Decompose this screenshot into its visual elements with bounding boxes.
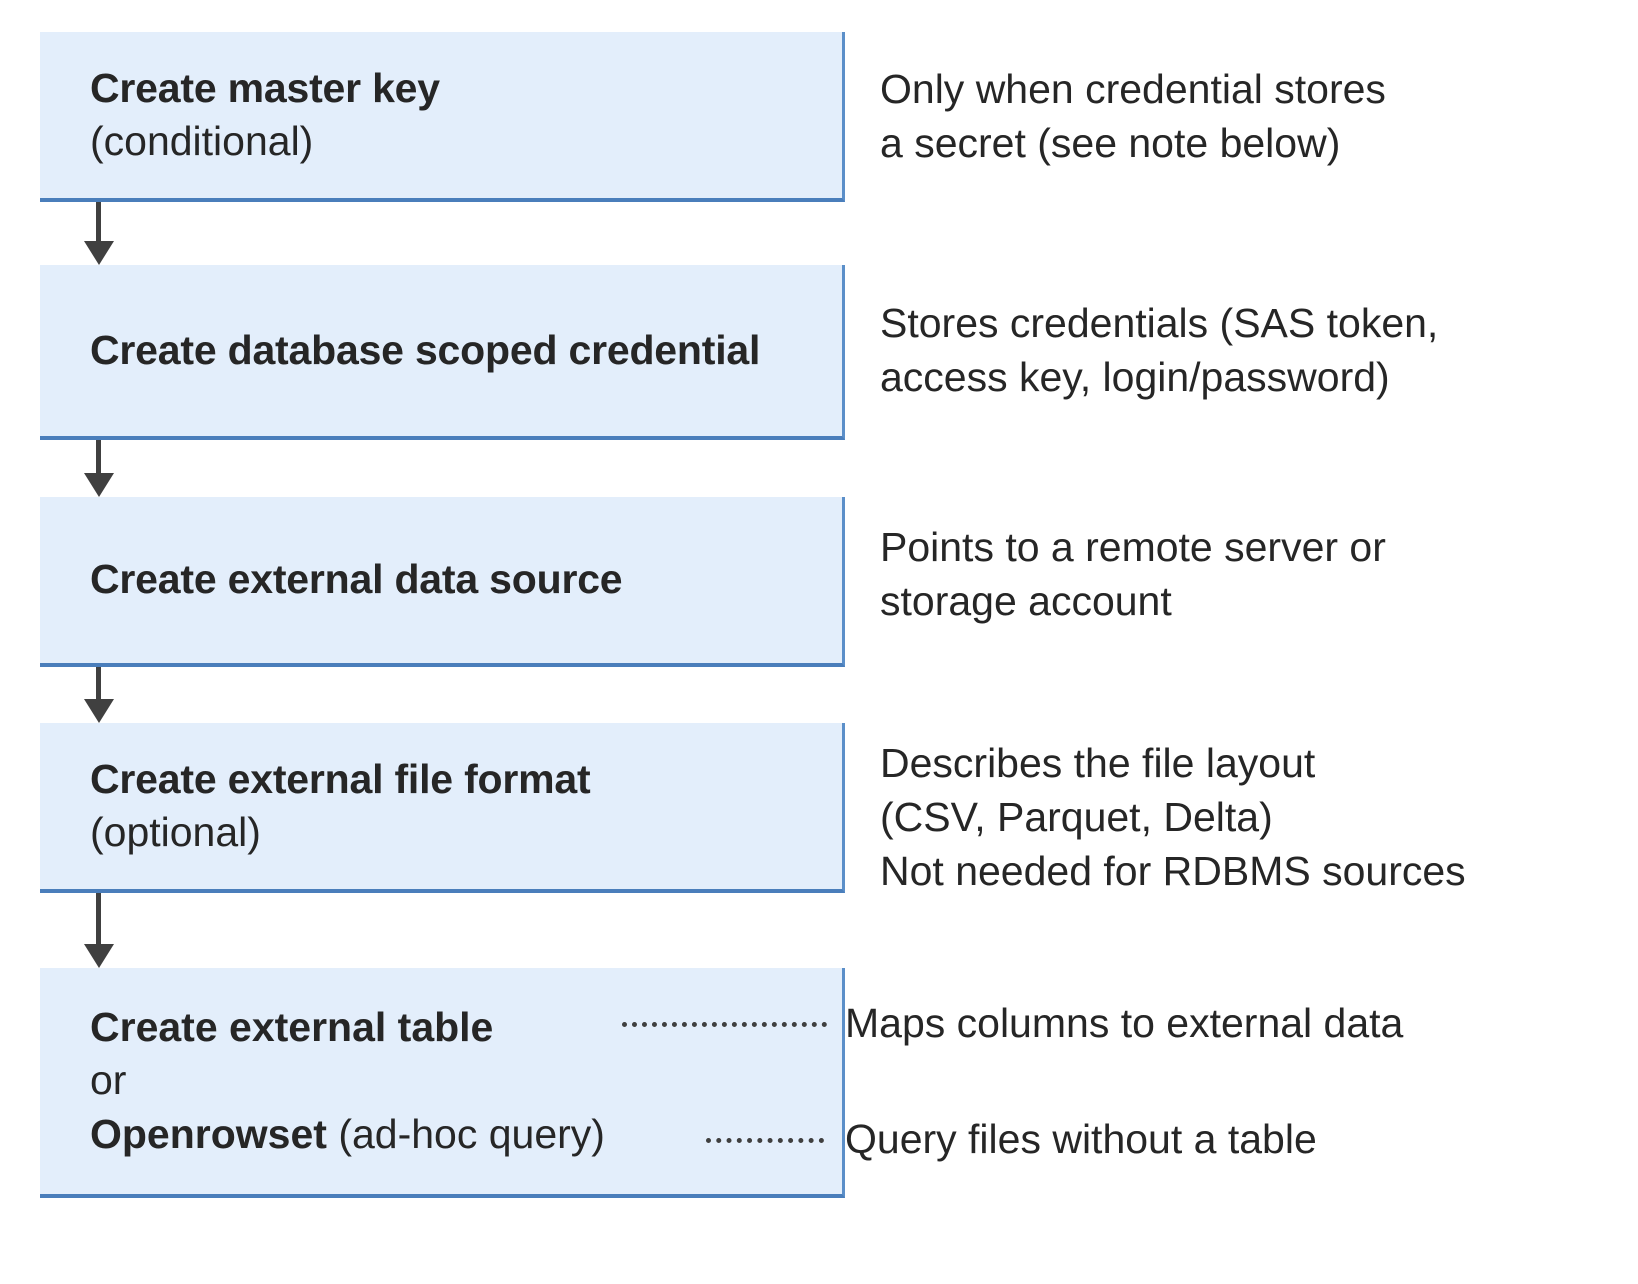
arrow-master-key-to-scoped-credential — [84, 202, 114, 265]
dashed-leader-external-table — [622, 1022, 827, 1027]
step-text-external-data-source: Create external data source — [40, 553, 842, 606]
step-box-master-key: Create master key (conditional) — [40, 32, 845, 202]
note-external-data-source: Points to a remote server or storage acc… — [880, 524, 1386, 625]
note-external-table: Maps columns to external data — [845, 1000, 1404, 1046]
step-title-external-data-source: Create external data source — [90, 556, 623, 603]
arrow-head-icon — [84, 699, 114, 723]
step-subtitle-external-file-format: (optional) — [90, 809, 261, 855]
arrow-head-icon — [84, 473, 114, 497]
step-row-separator: or — [40, 1054, 842, 1107]
arrow-data-source-to-file-format — [84, 667, 114, 723]
note-scoped-credential: Stores credentials (SAS token, access ke… — [880, 300, 1439, 401]
arrow-shaft — [96, 202, 101, 242]
step-separator-or: or — [90, 1057, 127, 1104]
step-row-openrowset: Openrowset (ad-hoc query) — [40, 1108, 842, 1161]
step-subtitle-master-key: (conditional) — [90, 118, 314, 164]
arrow-head-icon — [84, 944, 114, 968]
step-title-openrowset: Openrowset — [90, 1110, 327, 1157]
step-suffix-openrowset: (ad-hoc query) — [326, 1110, 605, 1157]
step-box-scoped-credential: Create database scoped credential — [40, 265, 845, 440]
step-row-external-table: Create external table — [40, 1001, 842, 1054]
arrow-head-icon — [84, 241, 114, 265]
arrow-shaft — [96, 440, 101, 474]
arrow-scoped-credential-to-data-source — [84, 440, 114, 497]
step-box-external-table-or-openrowset: Create external table or Openrowset (ad-… — [40, 968, 845, 1198]
note-external-file-format: Describes the file layout (CSV, Parquet,… — [880, 740, 1466, 895]
arrow-shaft — [96, 667, 101, 700]
step-text-scoped-credential: Create database scoped credential — [40, 324, 842, 377]
step-text-master-key: Create master key (conditional) — [40, 62, 842, 169]
note-master-key: Only when credential stores a secret (se… — [880, 66, 1386, 167]
step-title-master-key: Create master key — [90, 64, 440, 111]
note-openrowset: Query files without a table — [845, 1116, 1317, 1162]
step-title-external-file-format: Create external file format — [90, 755, 591, 802]
arrow-shaft — [96, 893, 101, 945]
step-text-external-file-format: Create external file format (optional) — [40, 753, 842, 860]
step-box-external-data-source: Create external data source — [40, 497, 845, 667]
step-box-external-file-format: Create external file format (optional) — [40, 723, 845, 893]
step-title-external-table: Create external table — [90, 1004, 494, 1051]
step-title-scoped-credential: Create database scoped credential — [90, 326, 761, 373]
arrow-file-format-to-external-table — [84, 893, 114, 968]
dashed-leader-openrowset — [706, 1138, 824, 1143]
